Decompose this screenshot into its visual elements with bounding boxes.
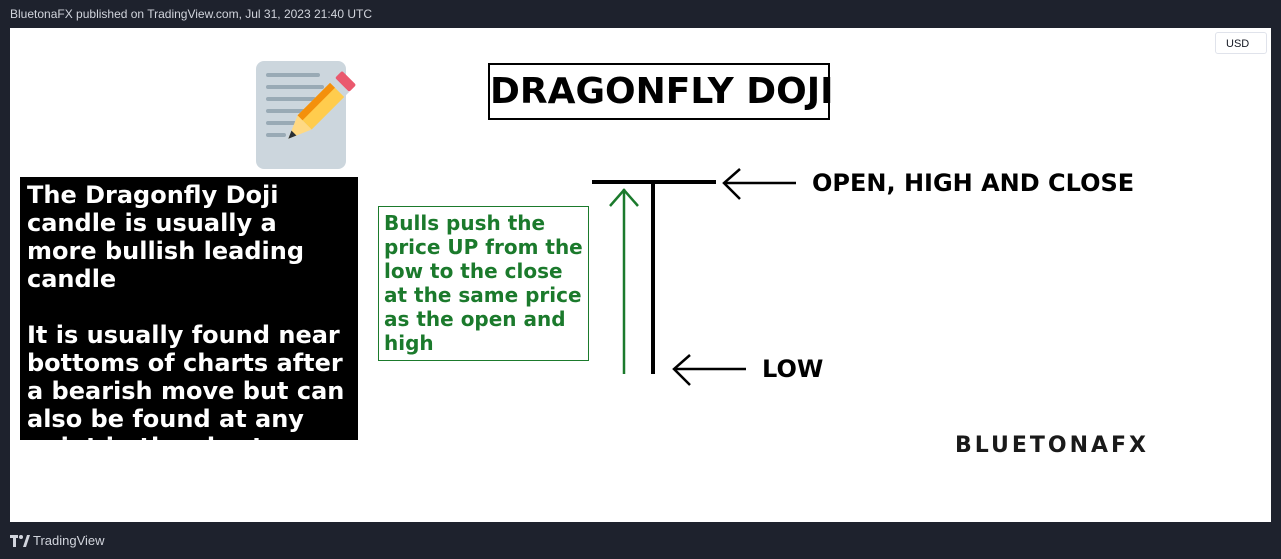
chart-title: DRAGONFLY DOJI — [488, 63, 834, 120]
label-low: LOW — [762, 355, 824, 383]
description-paragraph: It is usually found near bottoms of char… — [27, 321, 345, 461]
chart-canvas[interactable]: USD DRAGONFLY DOJI The Dragonfly Doji ca… — [10, 28, 1271, 522]
svg-text:BLUETONAFX: BLUETONAFX — [955, 433, 1149, 456]
memo-icon — [256, 61, 356, 169]
description-paragraph: The Dragonfly Doji candle is usually a m… — [27, 181, 305, 293]
arrow-left-icon — [672, 354, 746, 386]
tradingview-brand[interactable]: TradingView — [33, 533, 105, 548]
tradingview-logo-icon[interactable] — [10, 535, 30, 547]
label-open-high-close: OPEN, HIGH AND CLOSE — [812, 169, 1135, 197]
publish-header: BluetonaFX published on TradingView.com,… — [0, 0, 1281, 28]
bulls-note-box: Bulls push the price UP from the low to … — [378, 206, 589, 361]
currency-button[interactable]: USD — [1215, 32, 1267, 54]
description-box: The Dragonfly Doji candle is usually a m… — [20, 177, 358, 461]
green-up-arrow — [609, 188, 639, 374]
doji-diagram — [592, 168, 796, 386]
arrow-left-icon — [722, 168, 796, 200]
brand-logo: BLUETONAFX — [955, 433, 1149, 456]
footer-bar: TradingView — [0, 522, 1281, 559]
publish-info: BluetonaFX published on TradingView.com,… — [10, 7, 373, 21]
